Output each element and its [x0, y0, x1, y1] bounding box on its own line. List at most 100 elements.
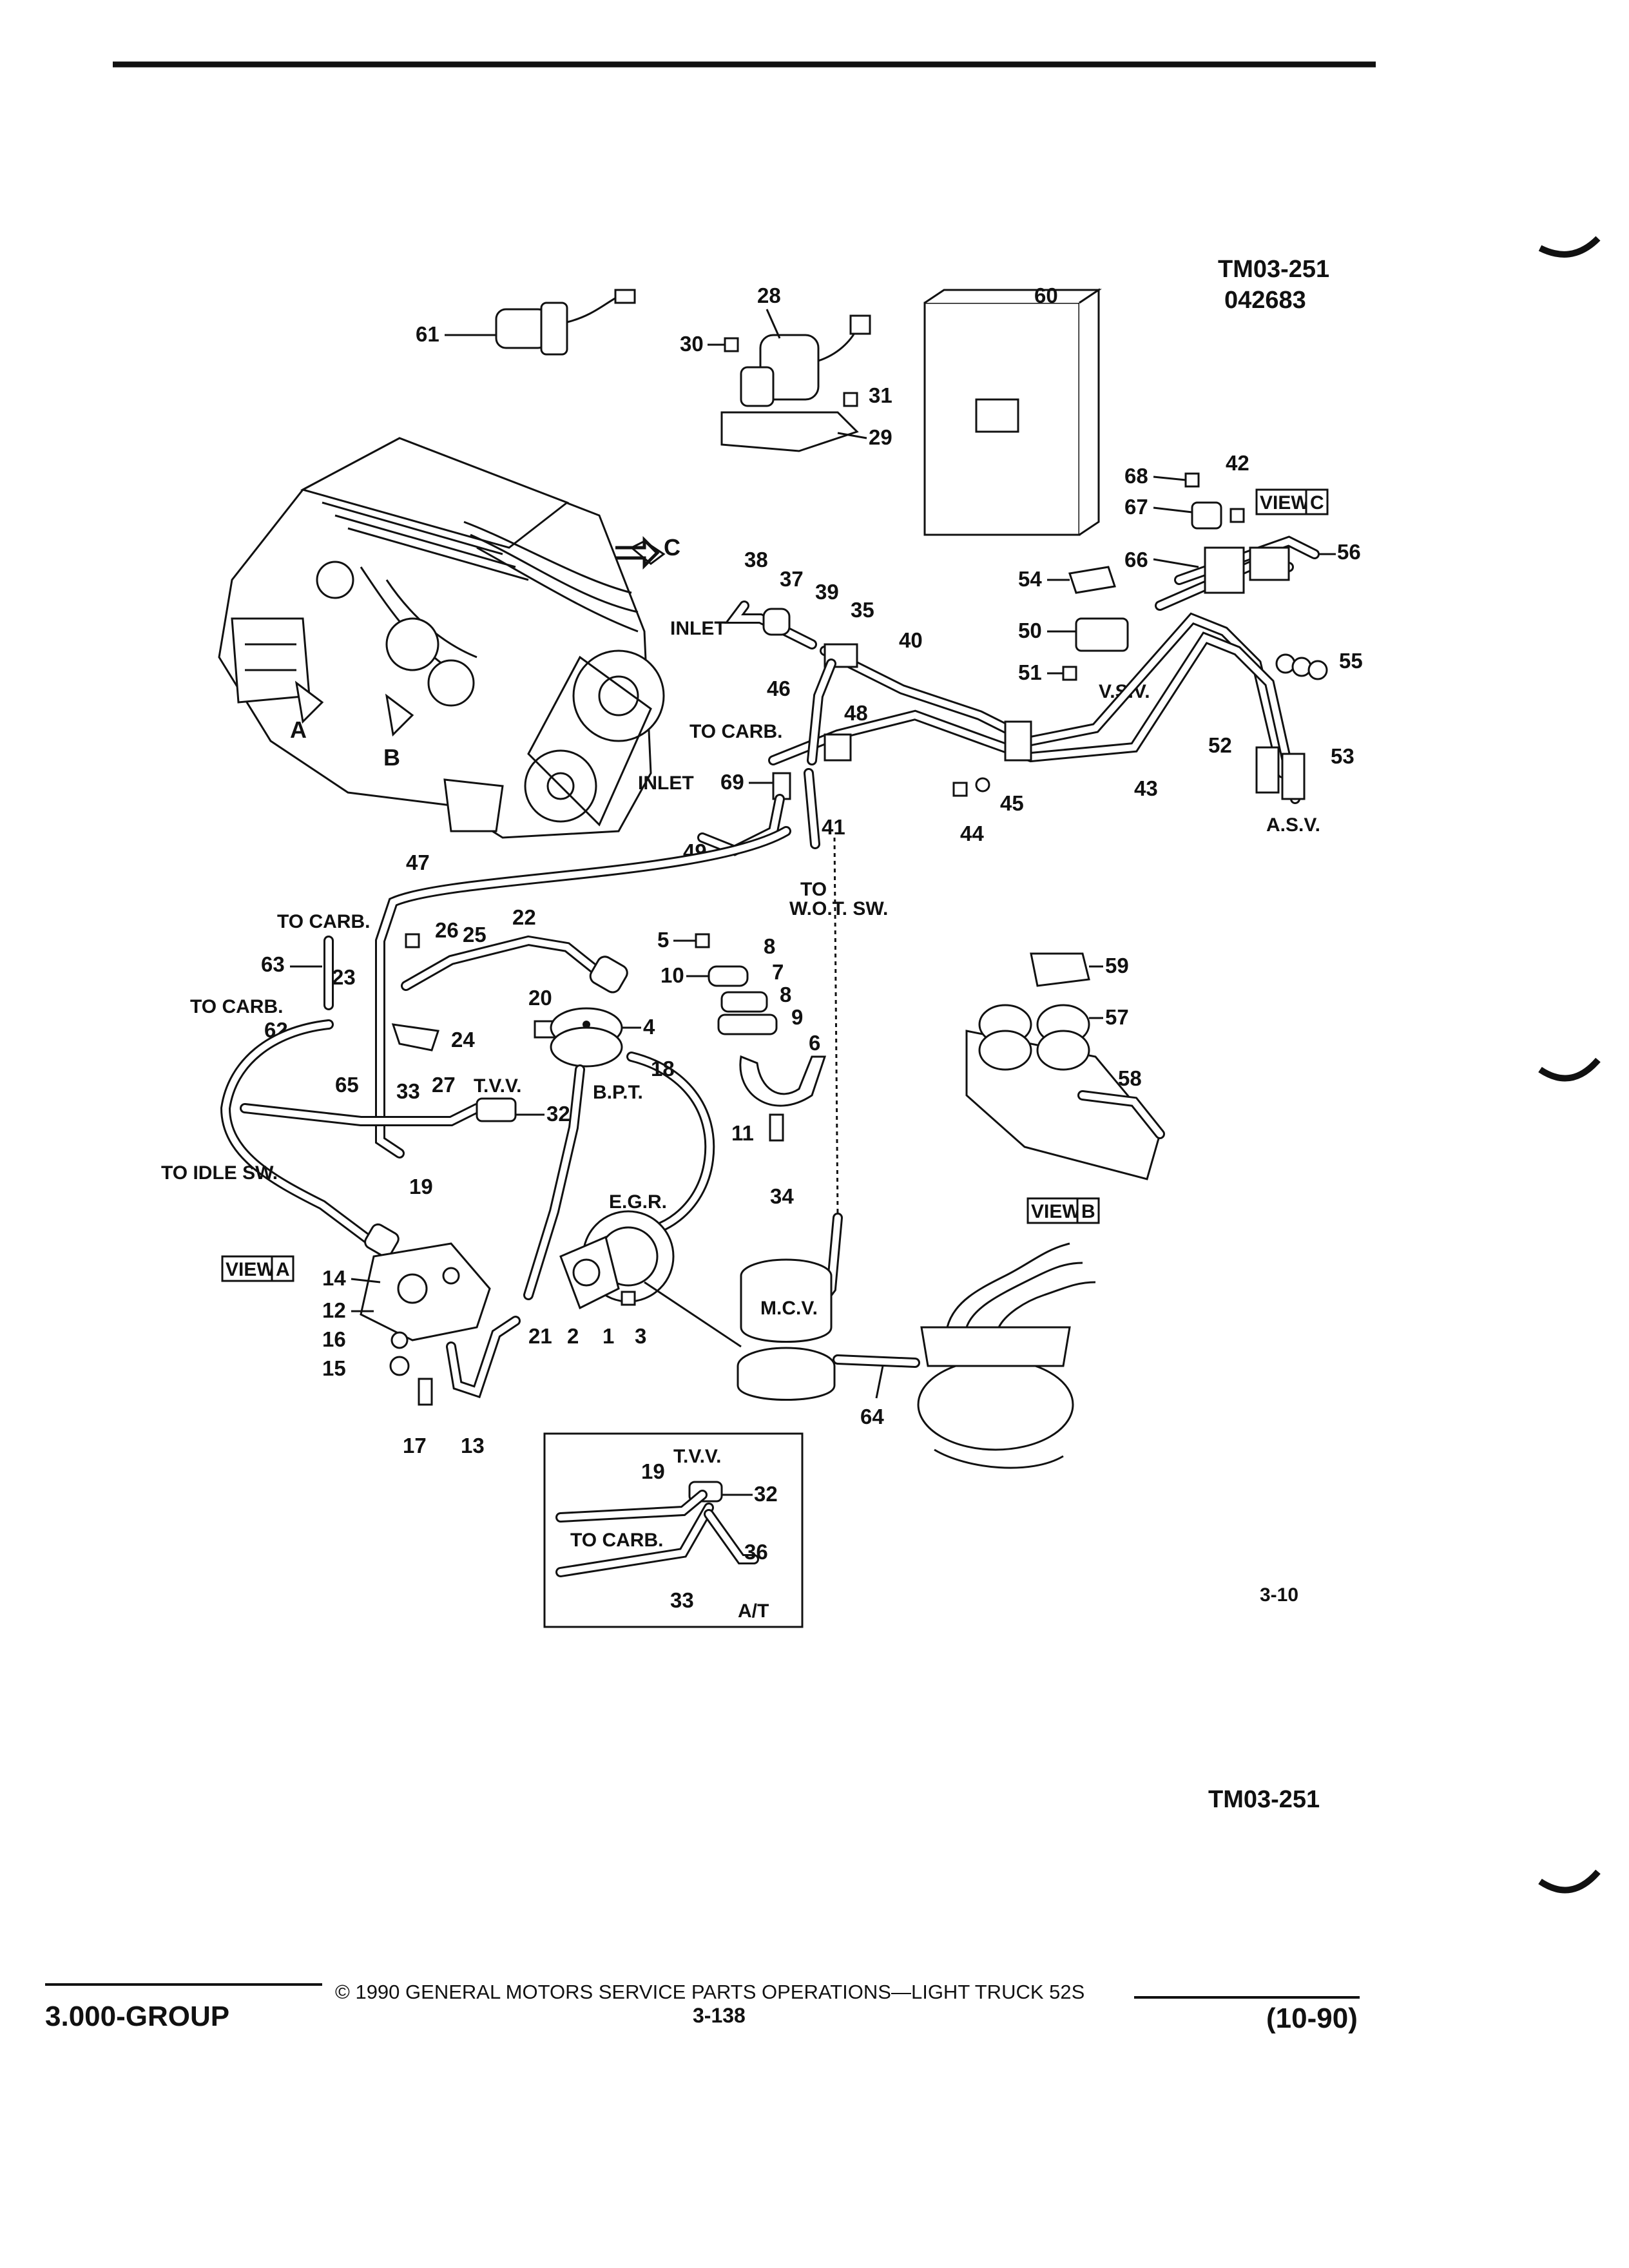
part-54-clip — [1068, 566, 1116, 594]
part-50-vsv — [1075, 617, 1129, 652]
callout-30: 30 — [680, 332, 704, 356]
view-c-word: VIEW — [1260, 492, 1309, 514]
hose-65-loop — [220, 1019, 482, 1258]
figure-number: 042683 — [1224, 287, 1306, 314]
callout-64: 64 — [860, 1405, 884, 1428]
callout-51: 51 — [1018, 660, 1042, 684]
binding-mark-1 — [1538, 236, 1601, 258]
callout-13: 13 — [461, 1434, 485, 1457]
callout-3: 3 — [635, 1324, 646, 1348]
callout-7: 7 — [772, 960, 784, 984]
view-a-bracket — [360, 1242, 491, 1341]
inlet-label-mid: INLET — [638, 773, 694, 794]
callout-54: 54 — [1018, 567, 1042, 591]
callout-26: 26 — [435, 918, 459, 942]
view-a-box-word — [221, 1255, 273, 1282]
part-mcv — [737, 1258, 836, 1401]
callout-1: 1 — [602, 1324, 614, 1348]
view-a-box-letter — [271, 1255, 294, 1282]
callout-33: 33 — [396, 1079, 420, 1103]
callout-25: 25 — [463, 923, 487, 947]
engine-view-c: C — [664, 534, 680, 561]
callout-47: 47 — [406, 850, 430, 874]
part-60-control-unit — [923, 288, 1102, 536]
view-a-word: VIEW — [226, 1259, 275, 1280]
callout-32-inset: 32 — [754, 1482, 778, 1506]
egr-label: E.G.R. — [609, 1191, 667, 1213]
part-6-bracket — [739, 1055, 827, 1107]
callout-18: 18 — [651, 1057, 675, 1081]
engine-illustration — [218, 437, 666, 839]
callout-53: 53 — [1331, 744, 1354, 768]
at-inset-box — [543, 1432, 804, 1628]
view-b-assembly — [965, 952, 1165, 1180]
part-28-solenoid — [720, 314, 871, 452]
callout-63: 63 — [261, 952, 285, 976]
callout-6: 6 — [809, 1031, 820, 1055]
figure-code: TM03-251 — [1218, 256, 1329, 283]
callout-16: 16 — [322, 1327, 346, 1351]
at-label: A/T — [738, 1600, 769, 1622]
callout-52: 52 — [1208, 733, 1232, 757]
callout-68: 68 — [1124, 464, 1148, 488]
view-a-letter: A — [276, 1259, 290, 1280]
callout-44: 44 — [960, 822, 984, 845]
to-label: TO — [800, 879, 827, 900]
view-b-letter: B — [1081, 1201, 1095, 1222]
callout-10: 10 — [660, 963, 684, 987]
callout-58: 58 — [1118, 1066, 1142, 1090]
callout-27: 27 — [432, 1073, 456, 1097]
footer-group: 3.000-GROUP — [45, 2001, 230, 2032]
view-b-word: VIEW — [1031, 1201, 1081, 1222]
distributor-illustration — [917, 1242, 1096, 1469]
callout-55: 55 — [1339, 649, 1363, 673]
callout-50: 50 — [1018, 619, 1042, 642]
callout-34: 34 — [770, 1184, 794, 1208]
egr-valve — [559, 1210, 675, 1310]
tvv-label-main: T.V.V. — [474, 1075, 522, 1097]
callout-45: 45 — [1000, 791, 1024, 815]
callout-21: 21 — [528, 1324, 552, 1348]
callout-60: 60 — [1034, 284, 1058, 307]
callout-12: 12 — [322, 1298, 346, 1322]
callout-41: 41 — [822, 815, 845, 839]
to-carb-label-left1: TO CARB. — [277, 911, 370, 932]
callout-36: 36 — [744, 1540, 768, 1564]
binding-mark-2 — [1538, 1057, 1601, 1082]
callout-61: 61 — [416, 322, 439, 346]
callout-20: 20 — [528, 986, 552, 1010]
callout-22: 22 — [512, 905, 536, 929]
part-61-valve — [495, 289, 636, 356]
callout-43: 43 — [1134, 776, 1158, 800]
part-67-valve — [1191, 501, 1222, 530]
view-c-box-letter — [1305, 488, 1329, 515]
callout-65: 65 — [335, 1073, 359, 1097]
callout-42: 42 — [1226, 451, 1249, 475]
mcv-label: M.C.V. — [760, 1298, 818, 1319]
engine-view-b: B — [383, 744, 400, 771]
view-c-letter: C — [1310, 492, 1324, 514]
callout-66: 66 — [1124, 548, 1148, 572]
callout-8a: 8 — [764, 934, 775, 958]
view-c-hoses — [1155, 535, 1320, 611]
engine-view-a: A — [290, 716, 307, 743]
callout-8b: 8 — [780, 983, 791, 1006]
callout-33-inset: 33 — [670, 1588, 694, 1612]
tvv-label-inset: T.V.V. — [673, 1446, 722, 1467]
callout-46: 46 — [767, 677, 791, 700]
callout-19-inset: 19 — [641, 1459, 665, 1483]
callout-69: 69 — [720, 770, 744, 794]
callout-28: 28 — [757, 284, 781, 307]
callout-56: 56 — [1337, 540, 1361, 564]
callout-17: 17 — [403, 1434, 427, 1457]
callout-24: 24 — [451, 1028, 475, 1052]
callout-15: 15 — [322, 1356, 346, 1380]
hose-22 — [401, 935, 628, 994]
footer-copyright: © 1990 GENERAL MOTORS SERVICE PARTS OPER… — [335, 1981, 1085, 2003]
asv-label: A.S.V. — [1266, 814, 1320, 836]
callout-57: 57 — [1105, 1005, 1129, 1029]
callout-11: 11 — [731, 1121, 754, 1145]
callout-29: 29 — [869, 425, 892, 449]
callout-37: 37 — [780, 567, 804, 591]
